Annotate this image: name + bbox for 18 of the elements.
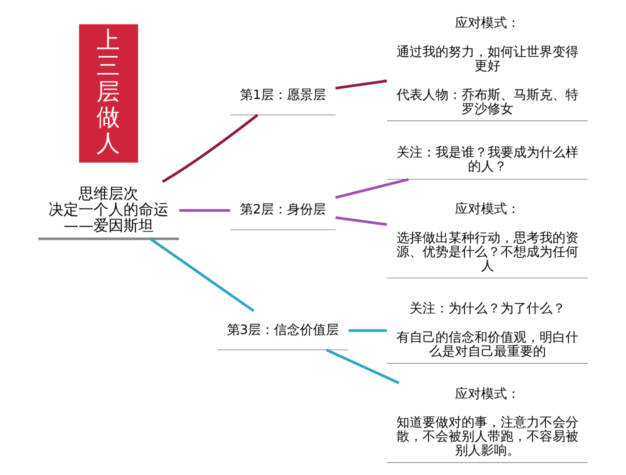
node-text: 第2层：身份层 [240, 202, 326, 218]
node-text: 应对模式： 通过我的努力，如何让世界变得更好 代表人物：乔布斯、马斯克、特罗沙修女 [396, 16, 578, 117]
connector [162, 114, 258, 183]
node-text: 关注：我是谁？我要成为什么样的人？ [396, 145, 578, 174]
node-text: 第3层：信念价值层 [226, 322, 340, 338]
node-text: 思维层次决定一个人的命运——爱因斯坦 [48, 184, 169, 234]
node-text: 应对模式： 选择做出某种行动，思考我的资源、优势是什么？不想成为任何人 [396, 202, 578, 274]
connector [326, 348, 400, 384]
connector [179, 209, 230, 212]
node-text: 关注：为什么？为了什么？ 有自己的信念和价值观，明白什么是对自己最重要的 [396, 301, 578, 360]
node-text: 应对模式： 知道要做对的事，注意力不会分散，不会被别人带跑，不容易被别人影响。 [396, 386, 578, 459]
connector [335, 178, 409, 199]
label: 上三层做人 [96, 26, 121, 157]
node-text: 第1层：愿景层 [240, 88, 326, 103]
connector [335, 216, 387, 226]
connector [150, 238, 254, 312]
connector [348, 329, 387, 332]
connector [335, 80, 387, 90]
